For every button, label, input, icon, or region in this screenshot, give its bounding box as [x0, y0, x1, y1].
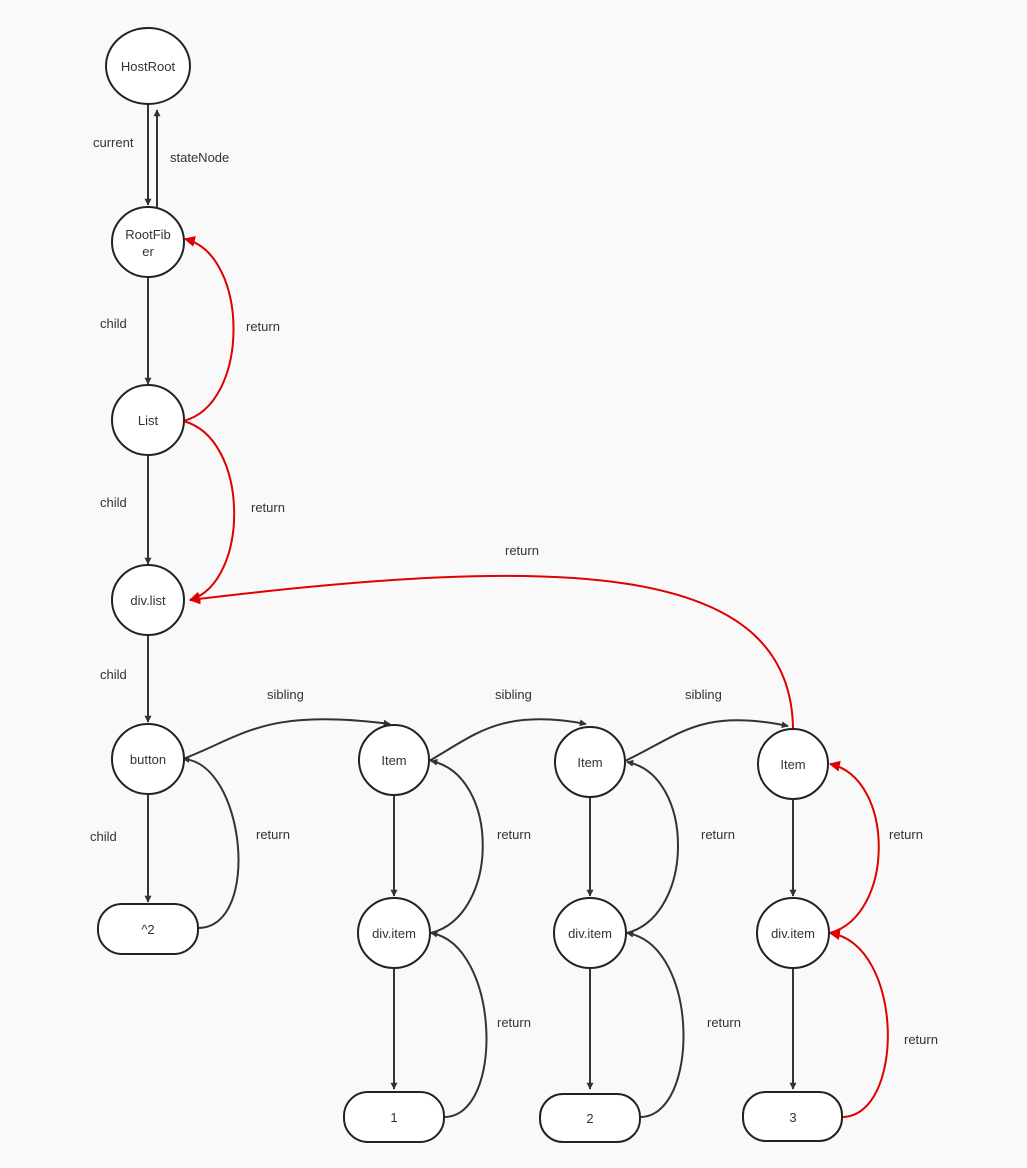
edge-return-divitem1-item1	[430, 758, 484, 934]
edge-return-text3-divitem3	[828, 929, 889, 1118]
label-return: return	[497, 1015, 531, 1030]
node-label: 1	[390, 1110, 397, 1125]
node-button[interactable]: button	[111, 723, 185, 795]
edge-sibling-button-item1	[182, 718, 391, 760]
node-label: 2	[586, 1111, 593, 1126]
label-return: return	[505, 543, 539, 558]
edge-return-text1-divitem1	[430, 930, 488, 1118]
label-return: return	[707, 1015, 741, 1030]
edge-sibling-item2-item3	[624, 719, 789, 762]
label-return: return	[256, 827, 290, 842]
node-text3[interactable]: 3	[742, 1091, 843, 1142]
nodes: HostRoot RootFib er List div.list button…	[97, 27, 843, 1143]
node-label: RootFib	[125, 227, 171, 242]
edge-return-list-rootfiber	[182, 236, 235, 422]
node-text-caret2[interactable]: ^2	[97, 903, 199, 955]
node-text1[interactable]: 1	[343, 1091, 445, 1143]
node-label: Item	[381, 753, 406, 768]
edge-labels: current stateNode child return child ret…	[90, 135, 938, 1047]
node-label: ^2	[141, 922, 154, 937]
edge-return-divlist-list	[182, 420, 236, 603]
node-item2[interactable]: Item	[554, 726, 626, 798]
label-current: current	[93, 135, 134, 150]
node-divitem3[interactable]: div.item	[756, 897, 830, 969]
label-return: return	[497, 827, 531, 842]
node-item1[interactable]: Item	[358, 724, 430, 796]
label-statenode: stateNode	[170, 150, 229, 165]
node-divitem1[interactable]: div.item	[357, 897, 431, 969]
edge-return-caret2-button	[182, 755, 240, 929]
node-label: Item	[577, 755, 602, 770]
node-label: div.item	[771, 926, 815, 941]
label-sibling: sibling	[495, 687, 532, 702]
label-sibling: sibling	[267, 687, 304, 702]
node-list[interactable]: List	[111, 384, 185, 456]
label-child: child	[90, 829, 117, 844]
node-label: div.list	[130, 593, 166, 608]
node-label: button	[130, 752, 166, 767]
label-return: return	[889, 827, 923, 842]
edge-return-item3-divlist	[188, 574, 794, 729]
node-item3[interactable]: Item	[757, 728, 829, 800]
edge-sibling-item1-item2	[428, 718, 587, 762]
label-child: child	[100, 495, 127, 510]
node-label: List	[138, 413, 159, 428]
edge-return-divitem2-item2	[626, 759, 679, 934]
node-label: HostRoot	[121, 59, 176, 74]
edge-return-divitem3-item3	[828, 760, 880, 934]
node-text2[interactable]: 2	[539, 1093, 641, 1143]
edge-return-text2-divitem2	[626, 930, 685, 1118]
node-label: Item	[780, 757, 805, 772]
node-label: div.item	[568, 926, 612, 941]
node-label: er	[142, 244, 154, 259]
label-return: return	[251, 500, 285, 515]
label-return: return	[904, 1032, 938, 1047]
node-label: 3	[789, 1110, 796, 1125]
node-divitem2[interactable]: div.item	[553, 897, 627, 969]
node-label: div.item	[372, 926, 416, 941]
label-return: return	[246, 319, 280, 334]
label-child: child	[100, 667, 127, 682]
node-hostroot[interactable]: HostRoot	[105, 27, 191, 105]
node-rootfiber[interactable]: RootFib er	[111, 206, 185, 278]
label-sibling: sibling	[685, 687, 722, 702]
edges	[144, 104, 889, 1118]
label-child: child	[100, 316, 127, 331]
node-divlist[interactable]: div.list	[111, 564, 185, 636]
label-return: return	[701, 827, 735, 842]
